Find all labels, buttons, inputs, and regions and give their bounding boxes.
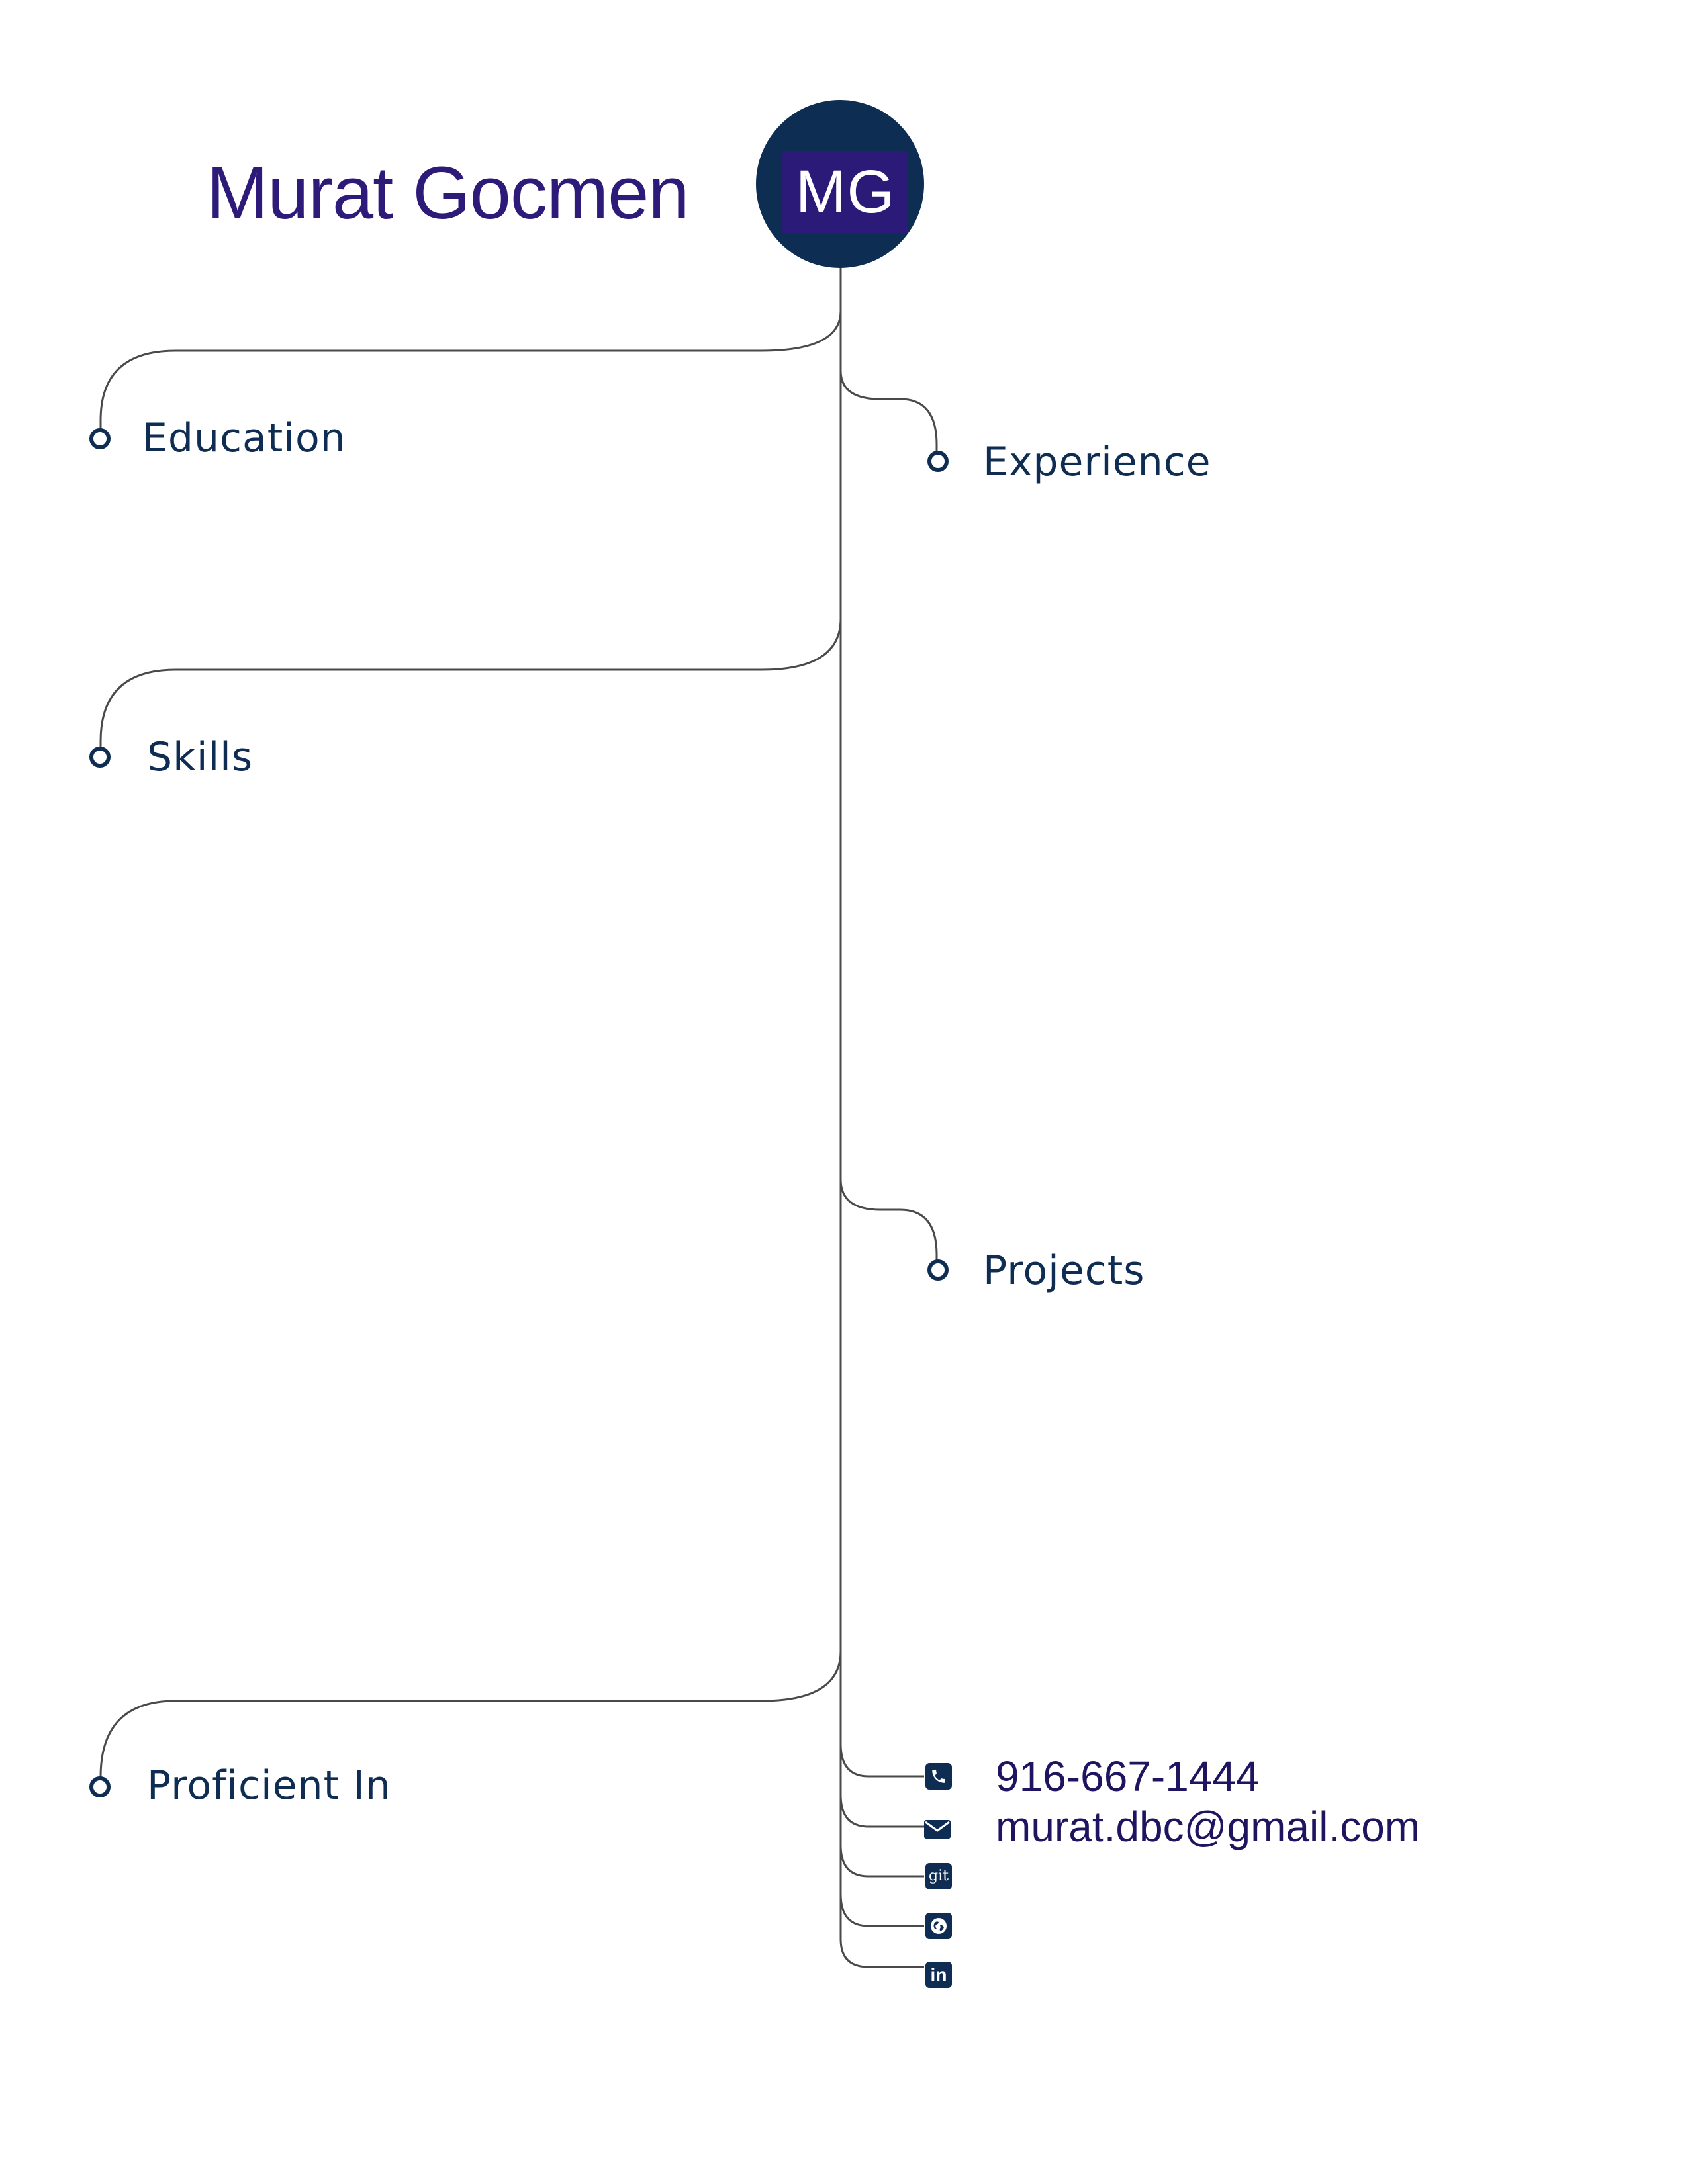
timeline-spine: [839, 268, 924, 1968]
linkedin-icon-label: in: [930, 1964, 947, 1985]
phone-icon: [925, 1763, 952, 1790]
linkedin-icon[interactable]: in: [925, 1962, 952, 1988]
phone-number[interactable]: 916-667-1444: [996, 1752, 1260, 1800]
phone-connector: [839, 1743, 924, 1778]
section-experience-title: Experience: [983, 439, 1211, 485]
globe-icon[interactable]: [925, 1913, 952, 1939]
avatar-initials: MG: [782, 151, 908, 233]
section-proficient-title: Proficient In: [147, 1762, 391, 1809]
education-connector: [99, 268, 842, 429]
git-icon[interactable]: git: [925, 1863, 952, 1889]
section-projects-title: Projects: [983, 1248, 1145, 1294]
email-address[interactable]: murat.dbc@gmail.com: [996, 1803, 1421, 1850]
email-connector: [839, 1794, 924, 1828]
projects-connector: [839, 1161, 938, 1261]
education-node: [89, 428, 111, 449]
section-skills-title: Skills: [147, 734, 254, 780]
proficient-node: [89, 1776, 111, 1797]
proficient-connector: [99, 1636, 842, 1784]
section-education-title: Education: [142, 415, 346, 461]
website-connector: [839, 1893, 924, 1927]
skills-connector: [99, 602, 842, 747]
experience-connector: [839, 351, 938, 453]
github-connector: [839, 1844, 924, 1878]
experience-node: [927, 451, 949, 472]
projects-node: [927, 1259, 949, 1281]
envelope-icon: [924, 1816, 951, 1843]
skills-node: [89, 747, 111, 768]
git-icon-label: git: [929, 1868, 949, 1884]
full-name: Murat Gocmen: [207, 152, 690, 234]
